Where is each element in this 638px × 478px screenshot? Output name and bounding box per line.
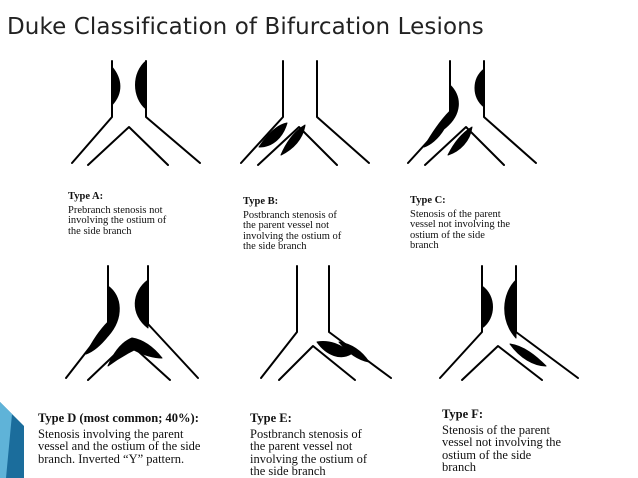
- type-d-name: Type D (most common; 40%):: [38, 411, 199, 425]
- caption-type-b: Type B: Postbranch stenosis of the paren…: [243, 196, 342, 252]
- caption-type-c: Type C: Stenosis of the parent vessel no…: [410, 195, 511, 251]
- lesion-parent-after-branch: [258, 122, 288, 148]
- bifurcation-diagram-type-d: [65, 265, 199, 381]
- lesion-left-wall: [85, 285, 120, 355]
- lesion-left-wall: [481, 285, 493, 329]
- lesion-left-wall: [423, 84, 459, 148]
- lesion-side-branch-outer: [509, 343, 547, 367]
- caption-type-f: Type F: Stenosis of the parent vessel no…: [442, 407, 562, 474]
- lesion-inner-wall: [280, 124, 306, 156]
- caption-type-a: Type A: Prebranch stenosis not involving…: [68, 191, 167, 237]
- lesion-right-wall: [504, 279, 517, 339]
- caption-type-e: Type E: Postbranch stenosis of the paren…: [250, 411, 368, 478]
- lesion-inner-wall: [447, 126, 473, 156]
- slide-title: Duke Classification of Bifurcation Lesio…: [7, 14, 484, 40]
- bifurcation-diagram-type-a: [71, 60, 201, 166]
- lesion-right-wall: [474, 68, 485, 108]
- bifurcation-diagram-type-b: [240, 60, 370, 166]
- lesion-left-wall: [111, 66, 121, 106]
- bifurcation-diagram-type-e: [260, 265, 392, 381]
- type-b-name: Type B:: [243, 196, 279, 207]
- type-c-name: Type C:: [410, 195, 446, 206]
- type-e-name: Type E:: [250, 411, 292, 425]
- lesion-outer-wall: [338, 341, 370, 363]
- lesion-side-branch-ostium: [107, 337, 163, 367]
- corner-accent-shape: [0, 402, 24, 478]
- bifurcation-diagram-type-f: [439, 265, 579, 381]
- bifurcation-diagram-type-c: [407, 60, 537, 166]
- type-a-name: Type A:: [68, 191, 104, 202]
- caption-type-d: Type D (most common; 40%): Stenosis invo…: [38, 411, 201, 466]
- lesion-right-wall: [134, 279, 149, 329]
- type-f-name: Type F:: [442, 407, 484, 421]
- lesion-right-wall: [135, 60, 147, 110]
